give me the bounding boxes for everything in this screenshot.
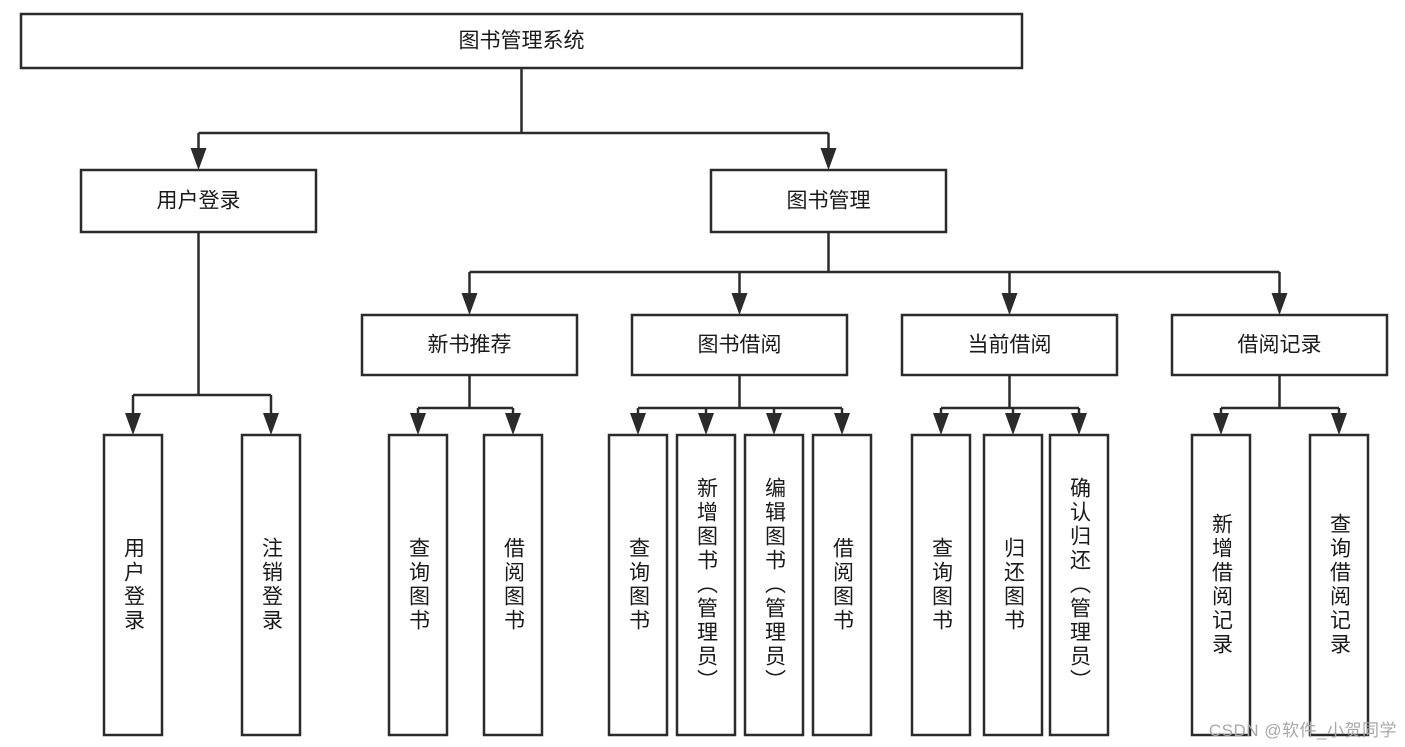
node-box-level3-0[interactable] bbox=[360, 313, 579, 377]
arrow-head-icon bbox=[190, 148, 207, 170]
leaf-box-6[interactable] bbox=[743, 433, 805, 737]
leaf-box-11[interactable] bbox=[1190, 433, 1252, 737]
arrow-head-icon bbox=[1213, 413, 1229, 435]
node-label-root: 图书管理系统 bbox=[459, 30, 585, 53]
leaf-box-7[interactable] bbox=[811, 433, 873, 737]
arrow-head-icon bbox=[1331, 413, 1347, 435]
node-box-level3-3[interactable] bbox=[1170, 313, 1389, 377]
arrow-head-icon bbox=[505, 413, 521, 435]
arrow-head-icon bbox=[933, 413, 949, 435]
node-label-level3-2: 当前借阅 bbox=[968, 334, 1052, 357]
arrow-head-icon bbox=[1005, 413, 1021, 435]
arrow-head-icon bbox=[731, 293, 748, 315]
node-box-root[interactable] bbox=[19, 12, 1024, 70]
leaf-box-1[interactable] bbox=[240, 433, 302, 737]
watermark-text: CSDN @软件_小贺同学 bbox=[1208, 721, 1397, 740]
arrow-head-icon bbox=[410, 413, 426, 435]
node-label-level3-3: 借阅记录 bbox=[1238, 334, 1322, 357]
arrow-head-icon bbox=[1271, 293, 1288, 315]
node-box-level2-0[interactable] bbox=[79, 168, 318, 234]
leaf-box-5[interactable] bbox=[675, 433, 737, 737]
arrow-head-icon bbox=[125, 413, 141, 435]
arrow-head-icon bbox=[834, 413, 850, 435]
node-label-level2-0: 用户登录 bbox=[157, 190, 241, 213]
arrow-head-icon bbox=[698, 413, 714, 435]
arrow-head-icon bbox=[461, 293, 478, 315]
node-box-level2-1[interactable] bbox=[709, 168, 948, 234]
arrow-head-icon bbox=[263, 413, 279, 435]
node-label-level3-1: 图书借阅 bbox=[698, 334, 782, 357]
arrow-head-icon bbox=[820, 148, 837, 170]
node-box-level3-2[interactable] bbox=[900, 313, 1119, 377]
leaf-box-12[interactable] bbox=[1308, 433, 1370, 737]
node-label-level2-1: 图书管理 bbox=[787, 190, 871, 213]
leaf-box-4[interactable] bbox=[607, 433, 669, 737]
node-box-level3-1[interactable] bbox=[630, 313, 849, 377]
boxes-layer bbox=[19, 12, 1389, 737]
leaf-box-0[interactable] bbox=[102, 433, 164, 737]
leaf-box-9[interactable] bbox=[982, 433, 1044, 737]
leaf-box-10[interactable] bbox=[1048, 433, 1110, 737]
node-label-level3-0: 新书推荐 bbox=[428, 334, 512, 357]
leaf-box-3[interactable] bbox=[482, 433, 544, 737]
arrow-head-icon bbox=[1071, 413, 1087, 435]
arrow-head-icon bbox=[766, 413, 782, 435]
leaf-box-8[interactable] bbox=[910, 433, 972, 737]
edges-layer bbox=[125, 68, 1347, 435]
arrow-head-icon bbox=[1001, 293, 1018, 315]
leaf-box-2[interactable] bbox=[387, 433, 449, 737]
arrow-head-icon bbox=[630, 413, 646, 435]
